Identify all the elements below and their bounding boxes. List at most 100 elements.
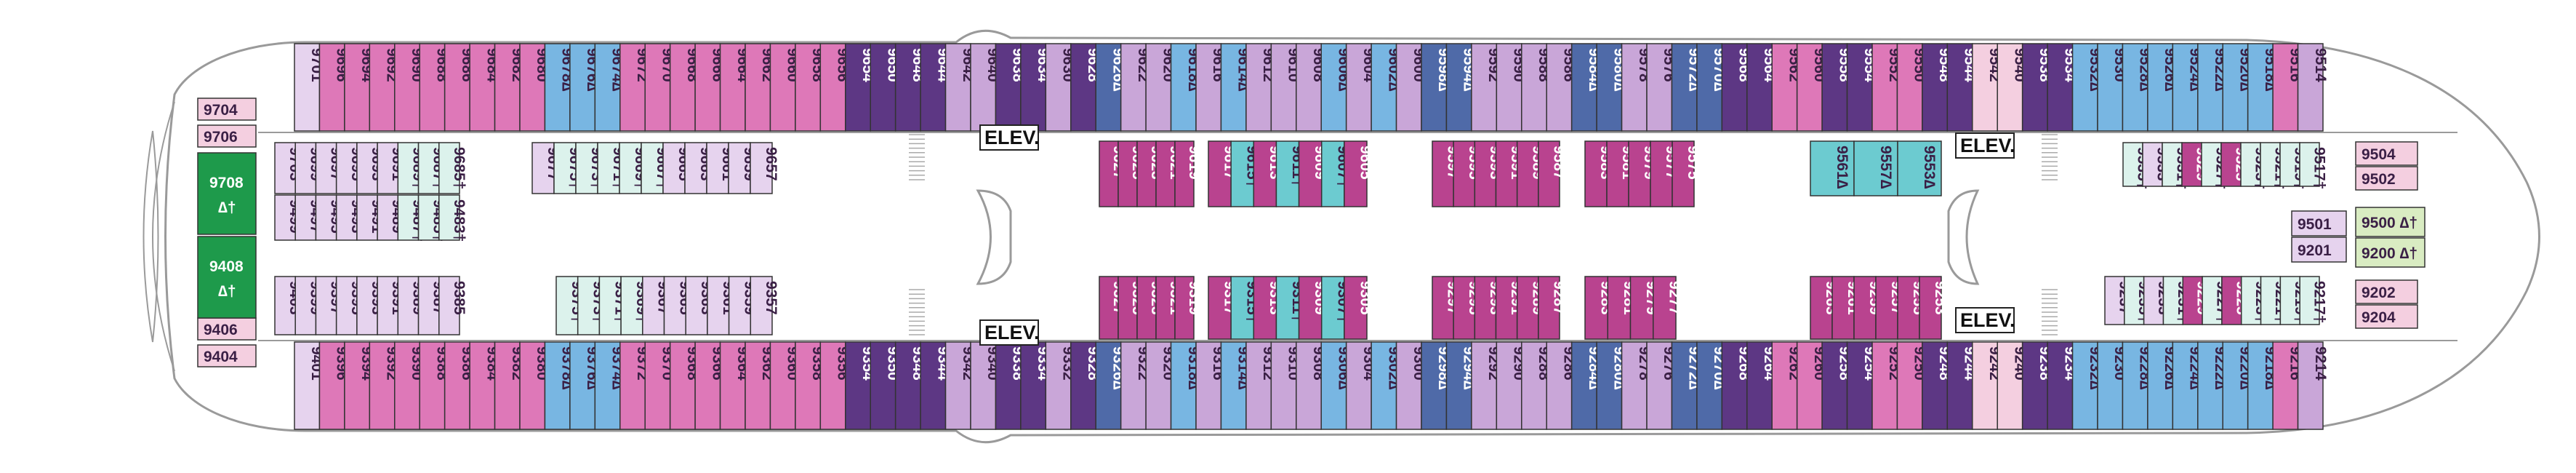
cabin[interactable]: 9671† xyxy=(597,142,627,194)
cabin-box[interactable] xyxy=(1174,140,1195,207)
cabin-box[interactable] xyxy=(2071,43,2098,132)
cabin[interactable]: 9406 xyxy=(197,317,257,341)
cabin[interactable]: 9306∆ xyxy=(1320,341,1352,430)
cabin-box[interactable] xyxy=(1521,341,1547,430)
cabin-box[interactable] xyxy=(438,142,460,194)
cabin-box[interactable] xyxy=(274,194,296,241)
cabin-box[interactable] xyxy=(845,341,871,430)
cabin-box[interactable] xyxy=(684,142,707,194)
cabin-box[interactable] xyxy=(1395,43,1422,132)
cabin-box[interactable] xyxy=(1095,43,1122,132)
cabin-box[interactable] xyxy=(1821,43,1848,132)
cabin-box[interactable] xyxy=(1796,341,1823,430)
cabin-box[interactable] xyxy=(745,341,771,430)
cabin-box[interactable] xyxy=(1875,276,1898,340)
cabin-box[interactable] xyxy=(2247,43,2274,132)
cabin-box[interactable] xyxy=(1628,140,1651,207)
cabin[interactable]: 9638 xyxy=(995,43,1027,132)
cabin[interactable]: 9372 xyxy=(619,341,651,430)
cabin-box[interactable] xyxy=(2201,142,2222,187)
cabin-box[interactable] xyxy=(1120,341,1147,430)
cabin-box[interactable] xyxy=(2104,276,2125,325)
cabin-box[interactable] xyxy=(1871,43,1898,132)
cabin-box[interactable] xyxy=(894,43,921,132)
cabin-box[interactable] xyxy=(1045,341,1072,430)
cabin-box[interactable] xyxy=(719,341,746,430)
cabin-box[interactable] xyxy=(1696,341,1723,430)
cabin[interactable]: 9553∆ xyxy=(1897,140,1942,196)
cabin-box[interactable] xyxy=(1421,43,1448,132)
cabin-box[interactable] xyxy=(1653,276,1677,340)
cabin[interactable]: 9293 xyxy=(1474,276,1504,340)
cabin[interactable]: 9390 xyxy=(394,341,425,430)
cabin-box[interactable] xyxy=(920,341,947,430)
cabin-box[interactable] xyxy=(597,142,620,194)
cabin-box[interactable] xyxy=(728,276,752,335)
cabin-box[interactable] xyxy=(438,194,460,241)
cabin-box[interactable] xyxy=(2279,276,2300,325)
cabin-box[interactable] xyxy=(356,142,378,194)
cabin[interactable]: 9312 xyxy=(1245,341,1277,430)
cabin-box[interactable] xyxy=(544,43,571,132)
suite-cabin[interactable]: 9408∆† xyxy=(197,236,257,319)
suite-box[interactable] xyxy=(197,152,257,235)
cabin-box[interactable] xyxy=(845,43,871,132)
cabin-box[interactable] xyxy=(2299,142,2320,187)
cabin-box[interactable] xyxy=(2291,236,2347,263)
cabin-box[interactable] xyxy=(819,43,846,132)
cabin[interactable]: 9692 xyxy=(369,43,401,132)
cabin-box[interactable] xyxy=(2220,142,2242,187)
cabin-box[interactable] xyxy=(1919,276,1942,340)
cabin-box[interactable] xyxy=(1174,276,1195,340)
cabin[interactable]: 9404 xyxy=(197,344,257,367)
cabin[interactable]: 9238 xyxy=(2021,341,2053,430)
cabin-box[interactable] xyxy=(2142,142,2163,187)
cabin-box[interactable] xyxy=(598,276,622,335)
cabin-box[interactable] xyxy=(1771,43,1798,132)
cabin-box[interactable] xyxy=(1275,140,1300,207)
cabin[interactable]: 9606∆ xyxy=(1320,43,1352,132)
cabin-box[interactable] xyxy=(469,341,496,430)
cabin[interactable]: 9357 xyxy=(750,276,779,335)
cabin[interactable]: 9200 ∆† xyxy=(2355,237,2425,268)
cabin-box[interactable] xyxy=(197,124,257,148)
cabin[interactable]: 9276 xyxy=(1646,341,1677,430)
cabin[interactable]: 9704 xyxy=(197,98,257,121)
cabin-box[interactable] xyxy=(397,142,420,194)
cabin-box[interactable] xyxy=(1922,341,1949,430)
cabin-box[interactable] xyxy=(642,276,665,335)
cabin-box[interactable] xyxy=(438,276,460,335)
cabin-box[interactable] xyxy=(494,341,521,430)
cabin-box[interactable] xyxy=(1170,341,1197,430)
cabin-box[interactable] xyxy=(2071,341,2098,430)
cabin-box[interactable] xyxy=(1453,276,1476,340)
cabin-box[interactable] xyxy=(2182,276,2203,325)
cabin-box[interactable] xyxy=(2124,276,2145,325)
cabin-box[interactable] xyxy=(1298,276,1323,340)
cabin[interactable]: 9501 xyxy=(2291,210,2347,236)
cabin[interactable]: 9287 xyxy=(1538,276,1568,340)
cabin[interactable]: 9684 xyxy=(469,43,500,132)
cabin-box[interactable] xyxy=(694,341,721,430)
cabin[interactable]: 9214 xyxy=(2297,341,2329,430)
cabin-box[interactable] xyxy=(1320,341,1347,430)
cabin-box[interactable] xyxy=(1771,341,1798,430)
cabin[interactable]: 9588 xyxy=(1521,43,1552,132)
cabin-box[interactable] xyxy=(1897,276,1920,340)
cabin-box[interactable] xyxy=(294,341,321,430)
cabin-box[interactable] xyxy=(1538,276,1560,340)
cabin-box[interactable] xyxy=(685,276,708,335)
cabin-box[interactable] xyxy=(669,341,696,430)
cabin-box[interactable] xyxy=(2297,43,2324,132)
cabin-box[interactable] xyxy=(719,43,746,132)
cabin[interactable]: 9319 xyxy=(1174,276,1203,340)
cabin-box[interactable] xyxy=(469,43,496,132)
cabin[interactable]: 9604 xyxy=(1345,43,1377,132)
cabin-box[interactable] xyxy=(2260,142,2281,187)
cabin-box[interactable] xyxy=(1371,341,1397,430)
cabin-box[interactable] xyxy=(944,43,971,132)
cabin[interactable]: 9295 xyxy=(1453,276,1482,340)
cabin-box[interactable] xyxy=(335,194,358,241)
cabin-box[interactable] xyxy=(397,276,420,335)
suite-box[interactable] xyxy=(197,236,257,319)
